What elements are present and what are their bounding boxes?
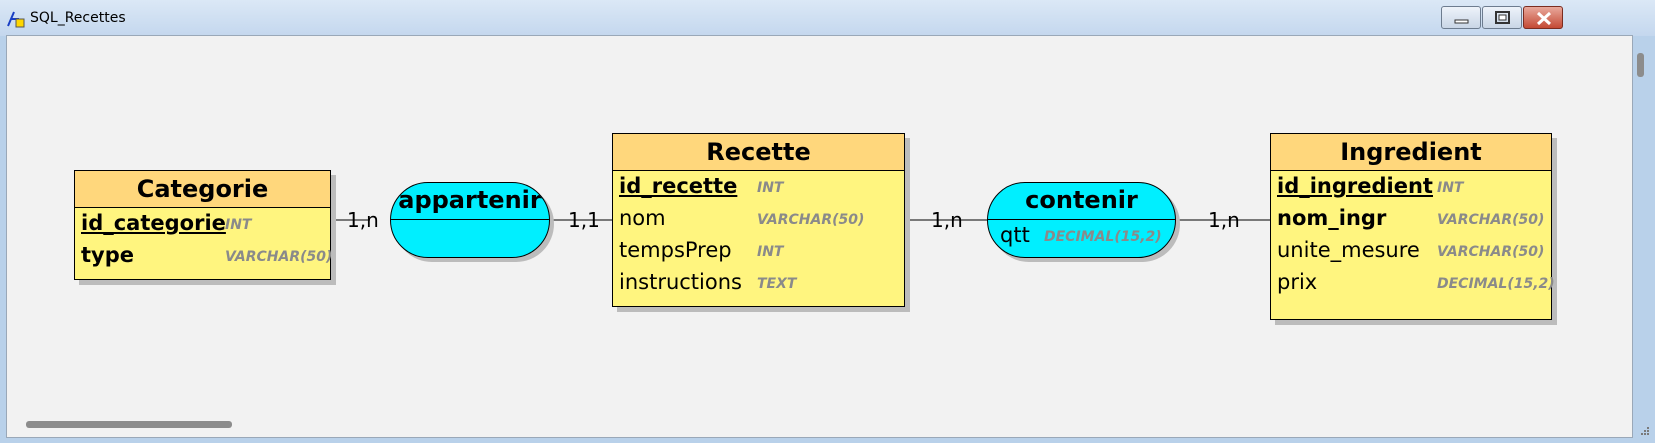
resize-grip-icon[interactable]: [1638, 426, 1650, 438]
entity-title: Ingredient: [1271, 134, 1551, 171]
attribute-row[interactable]: type VARCHAR(50): [75, 240, 333, 272]
close-button[interactable]: [1523, 6, 1563, 29]
attribute-type: VARCHAR(50): [757, 212, 865, 228]
cardinality-categorie-appartenir: 1,n: [347, 208, 379, 232]
attribute-type: VARCHAR(50): [225, 249, 333, 265]
attribute-name: id_ingredient: [1277, 174, 1433, 198]
minimize-icon: [1454, 19, 1469, 24]
attribute-name: nom_ingr: [1277, 206, 1387, 230]
entity-title: Recette: [613, 134, 904, 171]
entity-ingredient[interactable]: Ingredient id_ingredient INT nom_ingr VA…: [1270, 133, 1555, 320]
attribute-name: unite_mesure: [1277, 238, 1420, 262]
cardinality-contenir-ingredient: 1,n: [1208, 208, 1240, 232]
attribute-row[interactable]: nom VARCHAR(50): [613, 203, 904, 235]
cardinality-recette-contenir: 1,n: [931, 208, 963, 232]
title-bar: SQL_Recettes: [0, 0, 1655, 36]
minimize-button[interactable]: [1441, 6, 1481, 29]
entity-recette[interactable]: Recette id_recette INT nom VARCHAR(50) t…: [612, 133, 905, 307]
attribute-row[interactable]: prix DECIMAL(15,2): [1271, 267, 1555, 299]
attribute-type: INT: [757, 180, 784, 196]
attribute-row[interactable]: unite_mesure VARCHAR(50): [1271, 235, 1551, 267]
attribute-row[interactable]: id_ingredient INT: [1271, 171, 1551, 203]
attribute-name: instructions: [619, 270, 742, 294]
attribute-name: id_categorie: [81, 211, 226, 235]
attribute-type: INT: [1437, 180, 1464, 196]
attribute-row[interactable]: tempsPrep INT: [613, 235, 904, 267]
entity-categorie[interactable]: Categorie id_categorie INT type VARCHAR(…: [74, 170, 333, 280]
entity-title: Categorie: [75, 171, 330, 208]
maximize-icon: [1495, 11, 1510, 24]
attribute-type: INT: [757, 244, 784, 260]
horizontal-scrollbar-thumb[interactable]: [26, 421, 232, 428]
association-divider: [391, 219, 549, 220]
association-attribute-name: qtt: [1000, 223, 1030, 247]
attribute-row[interactable]: instructions TEXT: [613, 267, 904, 299]
attribute-name: tempsPrep: [619, 238, 732, 262]
attribute-type: TEXT: [757, 276, 797, 292]
attribute-row[interactable]: id_recette INT: [613, 171, 904, 203]
attribute-type: VARCHAR(50): [1437, 212, 1545, 228]
association-contenir[interactable]: contenir qtt DECIMAL(15,2): [987, 182, 1176, 258]
attribute-name: id_recette: [619, 174, 738, 198]
attribute-name: nom: [619, 206, 666, 230]
vertical-scrollbar-thumb[interactable]: [1637, 53, 1644, 77]
maximize-button[interactable]: [1482, 6, 1522, 29]
attribute-type: VARCHAR(50): [1437, 244, 1545, 260]
cardinality-appartenir-recette: 1,1: [568, 208, 600, 232]
association-attribute-type: DECIMAL(15,2): [1044, 229, 1162, 245]
window-title: SQL_Recettes: [30, 10, 126, 26]
app-icon: [7, 11, 25, 28]
association-divider: [988, 219, 1175, 220]
attribute-name: type: [81, 243, 135, 267]
attribute-row[interactable]: nom_ingr VARCHAR(50): [1271, 203, 1551, 235]
attribute-type: INT: [225, 217, 252, 233]
association-title: contenir: [1025, 186, 1138, 214]
close-icon: [1536, 11, 1552, 26]
attribute-type: DECIMAL(15,2): [1437, 276, 1555, 292]
attribute-name: prix: [1277, 270, 1318, 294]
association-title: appartenir: [398, 186, 542, 214]
attribute-row[interactable]: id_categorie INT: [75, 208, 330, 240]
association-appartenir[interactable]: appartenir: [390, 182, 550, 258]
